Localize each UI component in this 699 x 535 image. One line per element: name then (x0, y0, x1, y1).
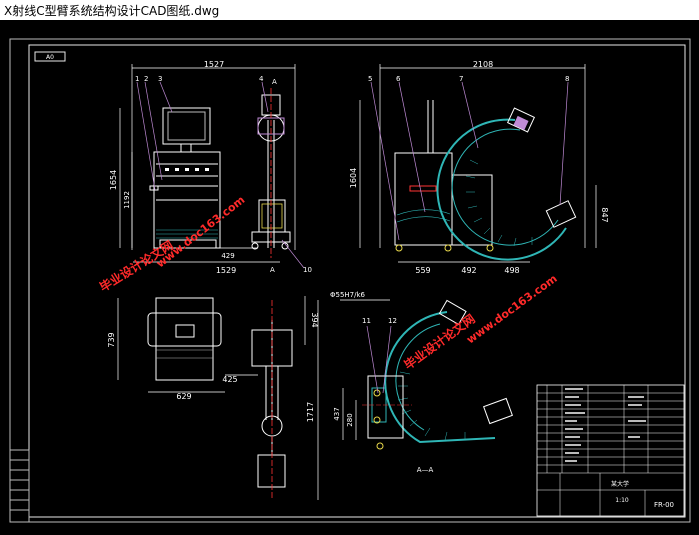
dim-280: 280 (346, 413, 354, 426)
balloon-11: 11 (362, 317, 371, 325)
sheet-tag: A0 (46, 54, 54, 61)
monitor-screen (167, 111, 206, 141)
watermark-url-2: www.doc163.com (464, 272, 559, 346)
dim-847: 847 (600, 207, 609, 222)
balloon-4: 4 (259, 75, 264, 83)
dim-1604: 1604 (349, 168, 358, 188)
unit-name: 某大学 (611, 480, 629, 488)
section-view: Φ55H7/k6 437 280 11 12 A—A (330, 291, 513, 474)
sheet-tag-box (34, 51, 66, 62)
dim-1527: 1527 (204, 60, 224, 69)
monitor-stand (180, 143, 192, 153)
dim-2108: 2108 (473, 60, 493, 69)
section-label: A—A (417, 466, 434, 474)
balloon-12: 12 (388, 317, 397, 325)
dim-1654: 1654 (109, 170, 118, 190)
section-mark-bottom: A (270, 266, 275, 274)
dim-498: 498 (504, 266, 519, 275)
monitor (162, 107, 211, 145)
balloon-2: 2 (144, 75, 148, 83)
outer-frame (9, 38, 691, 523)
dim-bore: Φ55H7/k6 (330, 291, 366, 299)
dim-1192: 1192 (123, 191, 131, 209)
balloon-6: 6 (396, 75, 401, 83)
inner-frame (28, 44, 686, 518)
drawing-number: FR-00 (654, 501, 674, 509)
title-block: 某大学 1:10 FR-00 (536, 384, 685, 517)
dim-437: 437 (333, 407, 341, 420)
balloon-8: 8 (565, 75, 569, 83)
window-title: X射线C型臂系统结构设计CAD图纸.dwg (4, 4, 220, 18)
front-view: A A 1527 1654 1192 429 1529 1 2 3 4 10 (109, 60, 312, 275)
dim-1717: 1717 (306, 402, 315, 422)
balloon-1: 1 (135, 75, 139, 83)
dim-1529: 1529 (216, 266, 236, 275)
dim-559: 559 (415, 266, 430, 275)
balloon-7: 7 (459, 75, 463, 83)
balloon-5: 5 (368, 75, 372, 83)
balloon-10: 10 (303, 266, 312, 274)
dim-425: 425 (222, 375, 237, 384)
dim-629: 629 (176, 392, 191, 401)
section-mark-top: A (272, 78, 277, 86)
margin-strip-lines (10, 459, 29, 511)
dim-429: 429 (221, 252, 234, 260)
side-view: 2108 1604 847 559 492 498 5 6 7 8 (349, 60, 609, 275)
margin-strip (9, 449, 30, 523)
balloon-3: 3 (158, 75, 162, 83)
dim-739: 739 (107, 332, 116, 347)
dim-492: 492 (461, 266, 476, 275)
dim-394: 394 (310, 312, 319, 327)
window-titlebar: X射线C型臂系统结构设计CAD图纸.dwg (0, 0, 699, 20)
cad-drawing-svg: A0 (9, 38, 691, 523)
cad-drawing-canvas[interactable]: A0 (0, 20, 699, 535)
scale: 1:10 (615, 497, 629, 504)
watermark-cn-2: 毕业设计论文网 (401, 311, 478, 373)
top-view: 739 425 629 394 1717 (107, 296, 319, 500)
